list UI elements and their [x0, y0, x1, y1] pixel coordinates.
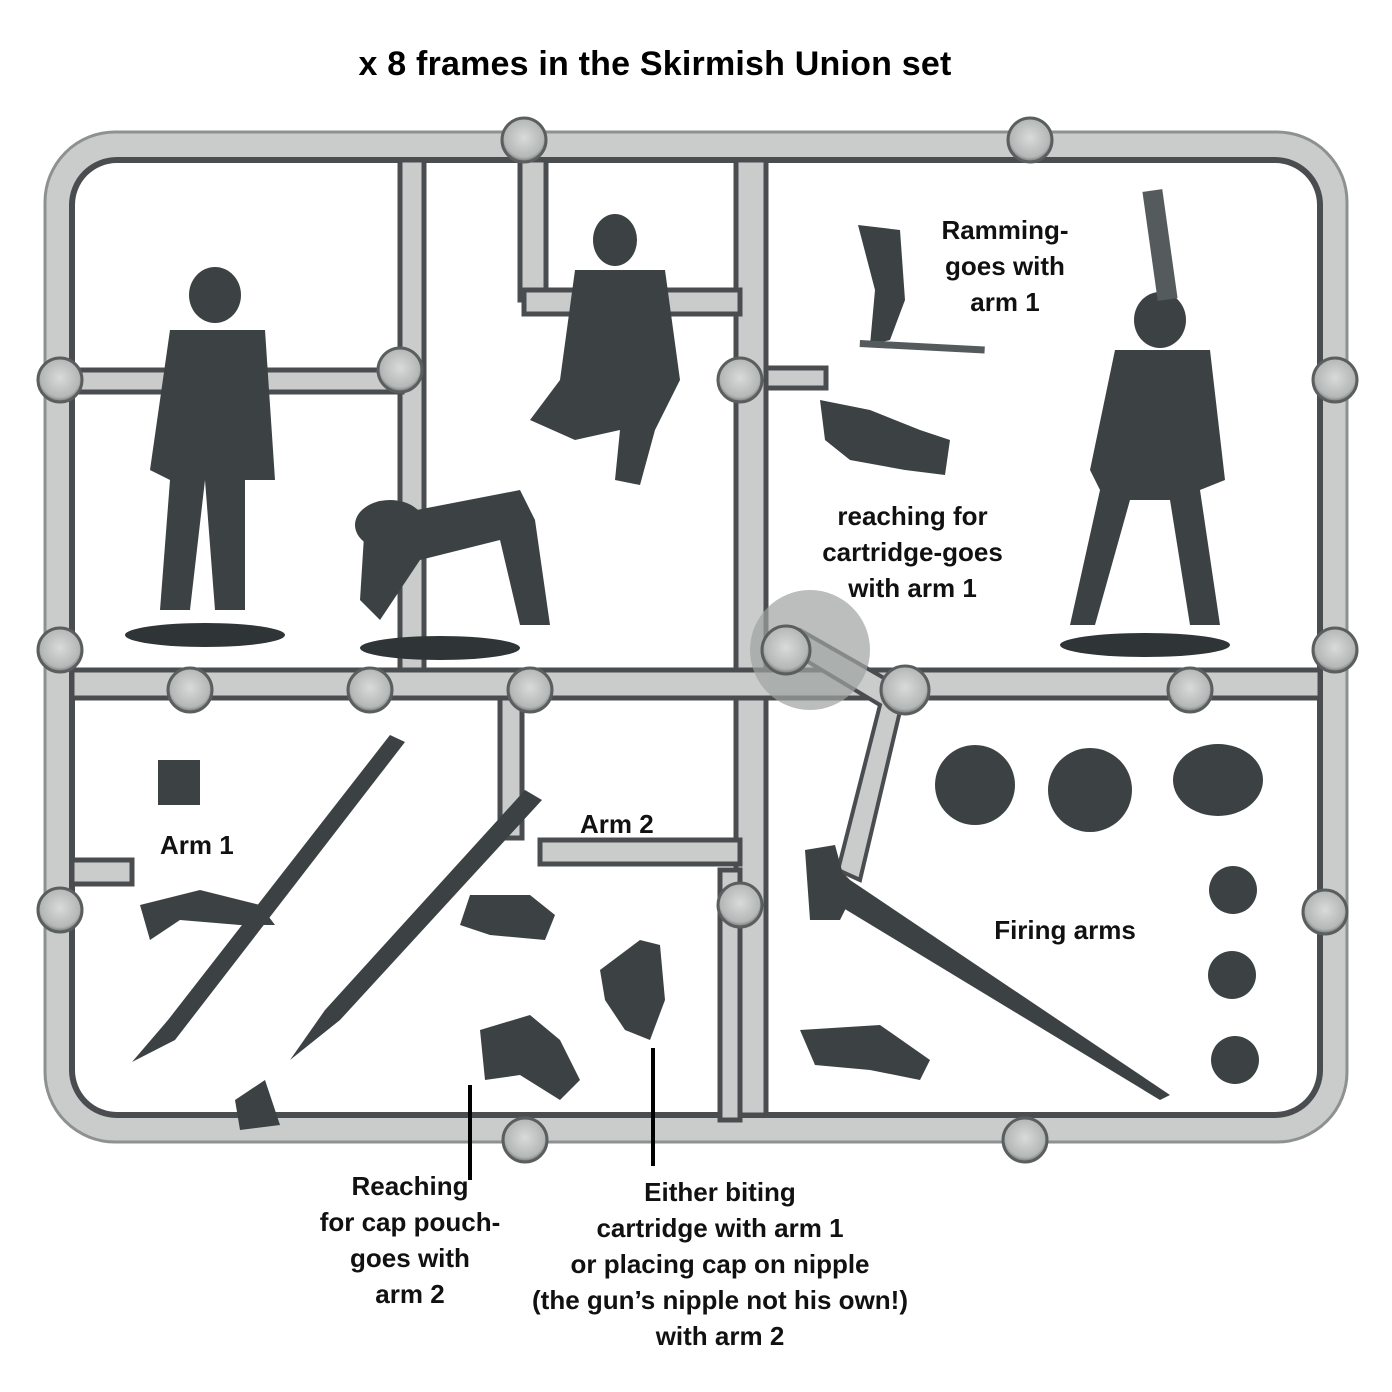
label-cap-pouch: Reaching for cap pouch- goes with arm 2 — [319, 1171, 501, 1309]
figure-kneeling-soldier — [530, 214, 680, 485]
label-ramming: Ramming- goes with arm 1 — [941, 215, 1069, 317]
part-cap-pouch-arm — [480, 1015, 580, 1100]
label-arm-2: Arm 2 — [580, 809, 654, 839]
figure-standing-bearded-soldier — [125, 267, 285, 647]
part-ramrod — [859, 340, 985, 354]
part-firing-arm-upper — [805, 845, 850, 920]
part-arm1-left — [140, 890, 275, 940]
part-musket-1 — [132, 735, 405, 1062]
leader-line-cap-pouch — [468, 1085, 472, 1180]
part-biting-arm — [600, 940, 665, 1040]
sprue-gates — [36, 116, 1359, 1164]
part-firing-arm-lower — [800, 1025, 930, 1080]
part-hat-3 — [1173, 744, 1263, 816]
label-biting-cartridge: Either biting cartridge with arm 1 or pl… — [532, 1177, 908, 1351]
figure-standing-ramming-soldier — [1060, 189, 1230, 657]
part-cap-pouch — [158, 760, 200, 805]
part-musket-2 — [290, 790, 542, 1060]
part-hat-1 — [935, 745, 1015, 825]
plastic-parts — [125, 189, 1263, 1130]
sprue-inner-runners — [69, 157, 1323, 1123]
leader-line-biting — [651, 1048, 655, 1166]
part-hat-2 — [1048, 748, 1132, 832]
page-title: x 8 frames in the Skirmish Union set — [358, 45, 952, 83]
part-head-3 — [1211, 1036, 1259, 1084]
part-musket-3 — [820, 850, 1170, 1100]
figure-crouching-legs — [355, 490, 550, 660]
part-arm2-grip — [460, 895, 555, 940]
part-head-2 — [1208, 951, 1256, 999]
part-head-1 — [1209, 866, 1257, 914]
label-reaching-cartridge: reaching for cartridge-goes with arm 1 — [822, 501, 1003, 603]
part-head-bottom-left — [235, 1080, 280, 1130]
label-arm-1: Arm 1 — [160, 830, 234, 860]
part-ramming-arm — [858, 225, 905, 345]
label-firing-arms: Firing arms — [994, 915, 1136, 945]
part-reaching-cartridge-arm — [820, 400, 950, 475]
